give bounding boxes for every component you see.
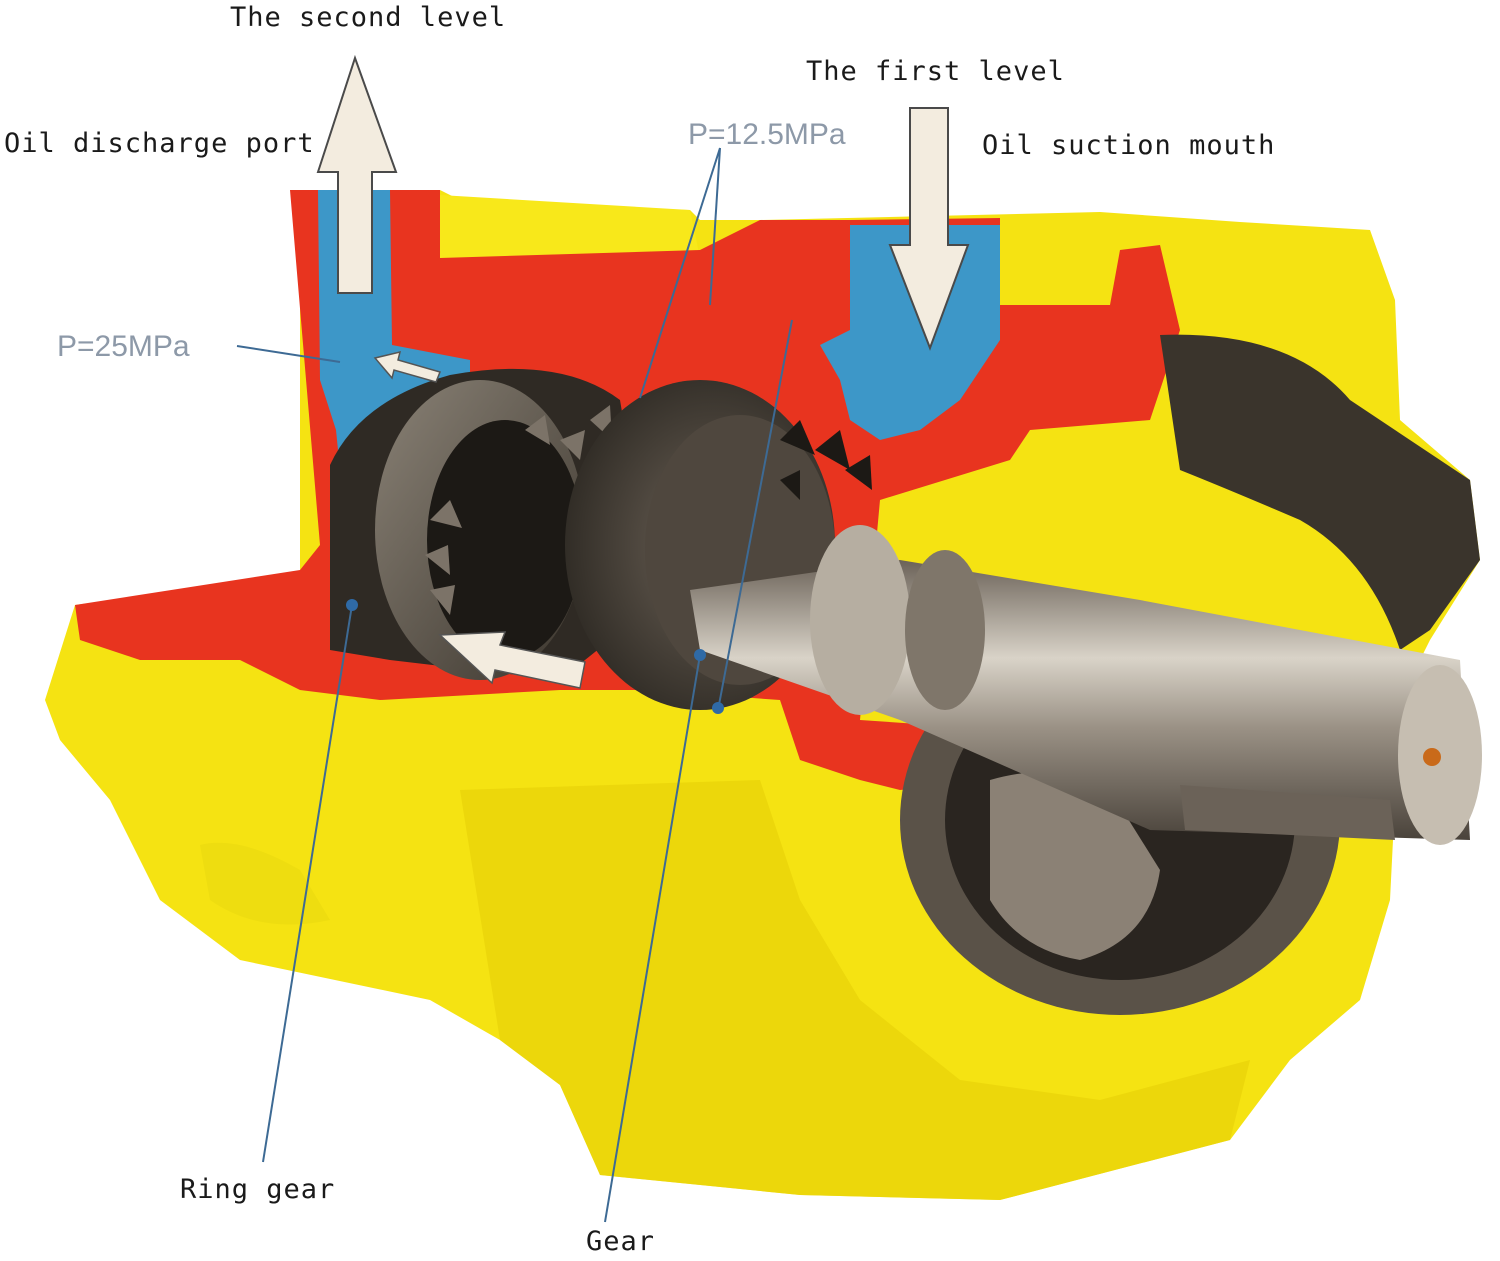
internal-flow-arrow-upper [373, 350, 442, 383]
housing-left-boss [200, 842, 330, 925]
shaft-collar [810, 525, 910, 715]
second-level-label: The second level [230, 2, 507, 33]
housing-top-yellow-band [440, 195, 700, 258]
leader-gear-b [717, 319, 793, 711]
shaft-keyway [1180, 785, 1395, 840]
leader-lines [236, 147, 793, 1223]
internal-flow-arrow-lower [438, 631, 586, 689]
housing-shadow-lower [460, 780, 1250, 1200]
marker-gear-b [712, 702, 724, 714]
leader-p25 [236, 345, 341, 363]
pressure-mid-label: P=12.5MPa [688, 118, 846, 151]
ring-gear-label: Ring gear [180, 1174, 336, 1205]
leader-markers [346, 599, 724, 714]
ring-gear-inner [427, 420, 583, 660]
discharge-up-arrow [316, 54, 398, 294]
first-level-label: The first level [806, 56, 1065, 87]
gear-teeth [780, 420, 872, 500]
gear-label: Gear [586, 1226, 656, 1257]
marker-gear [694, 649, 706, 661]
leader-p12-b [709, 147, 721, 306]
suction-down-arrow [888, 107, 970, 351]
pressure-high-label: P=25MPa [57, 330, 190, 363]
discharge-port-label: Oil discharge port [4, 128, 315, 159]
leader-ring-gear [262, 604, 353, 1163]
leader-p12 [639, 147, 721, 399]
mounting-flange [1160, 334, 1480, 650]
suction-mouth-label: Oil suction mouth [982, 130, 1276, 161]
shaft-collar-2 [905, 550, 985, 710]
leader-gear [604, 654, 701, 1223]
shaft-center-hole [1423, 748, 1441, 766]
marker-ring-gear [346, 599, 358, 611]
seal-plate [990, 772, 1160, 960]
